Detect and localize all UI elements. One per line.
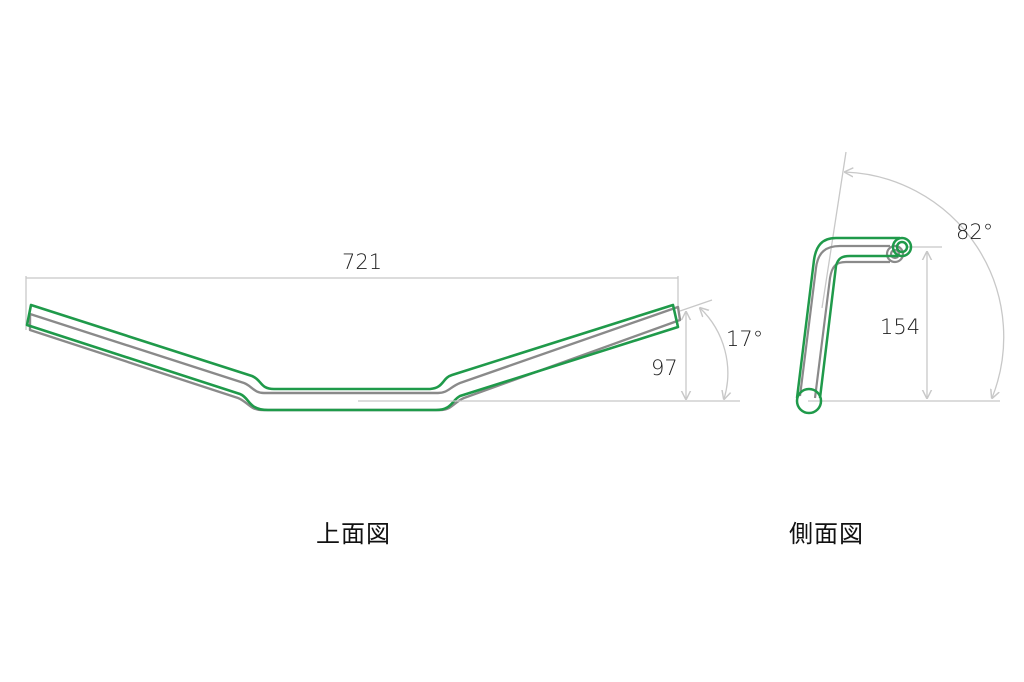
side-view-caption: 側面図 — [789, 520, 864, 548]
angle-label-side: 82° — [956, 220, 993, 244]
height-label: 154 — [880, 315, 920, 339]
rise-dimension — [358, 299, 740, 402]
angle-label-top: 17° — [726, 327, 763, 351]
rise-label: 97 — [651, 356, 678, 380]
bar-outline — [25, 303, 680, 412]
top-view: 721 97 17° — [25, 250, 763, 412]
width-dimension — [25, 276, 679, 330]
bar-shadow — [28, 305, 682, 412]
width-label: 721 — [342, 250, 382, 274]
side-bar-outline — [795, 236, 913, 415]
side-dimensions — [808, 151, 1005, 402]
side-view: 154 82° — [795, 151, 1005, 415]
top-view-caption: 上面図 — [316, 520, 391, 548]
